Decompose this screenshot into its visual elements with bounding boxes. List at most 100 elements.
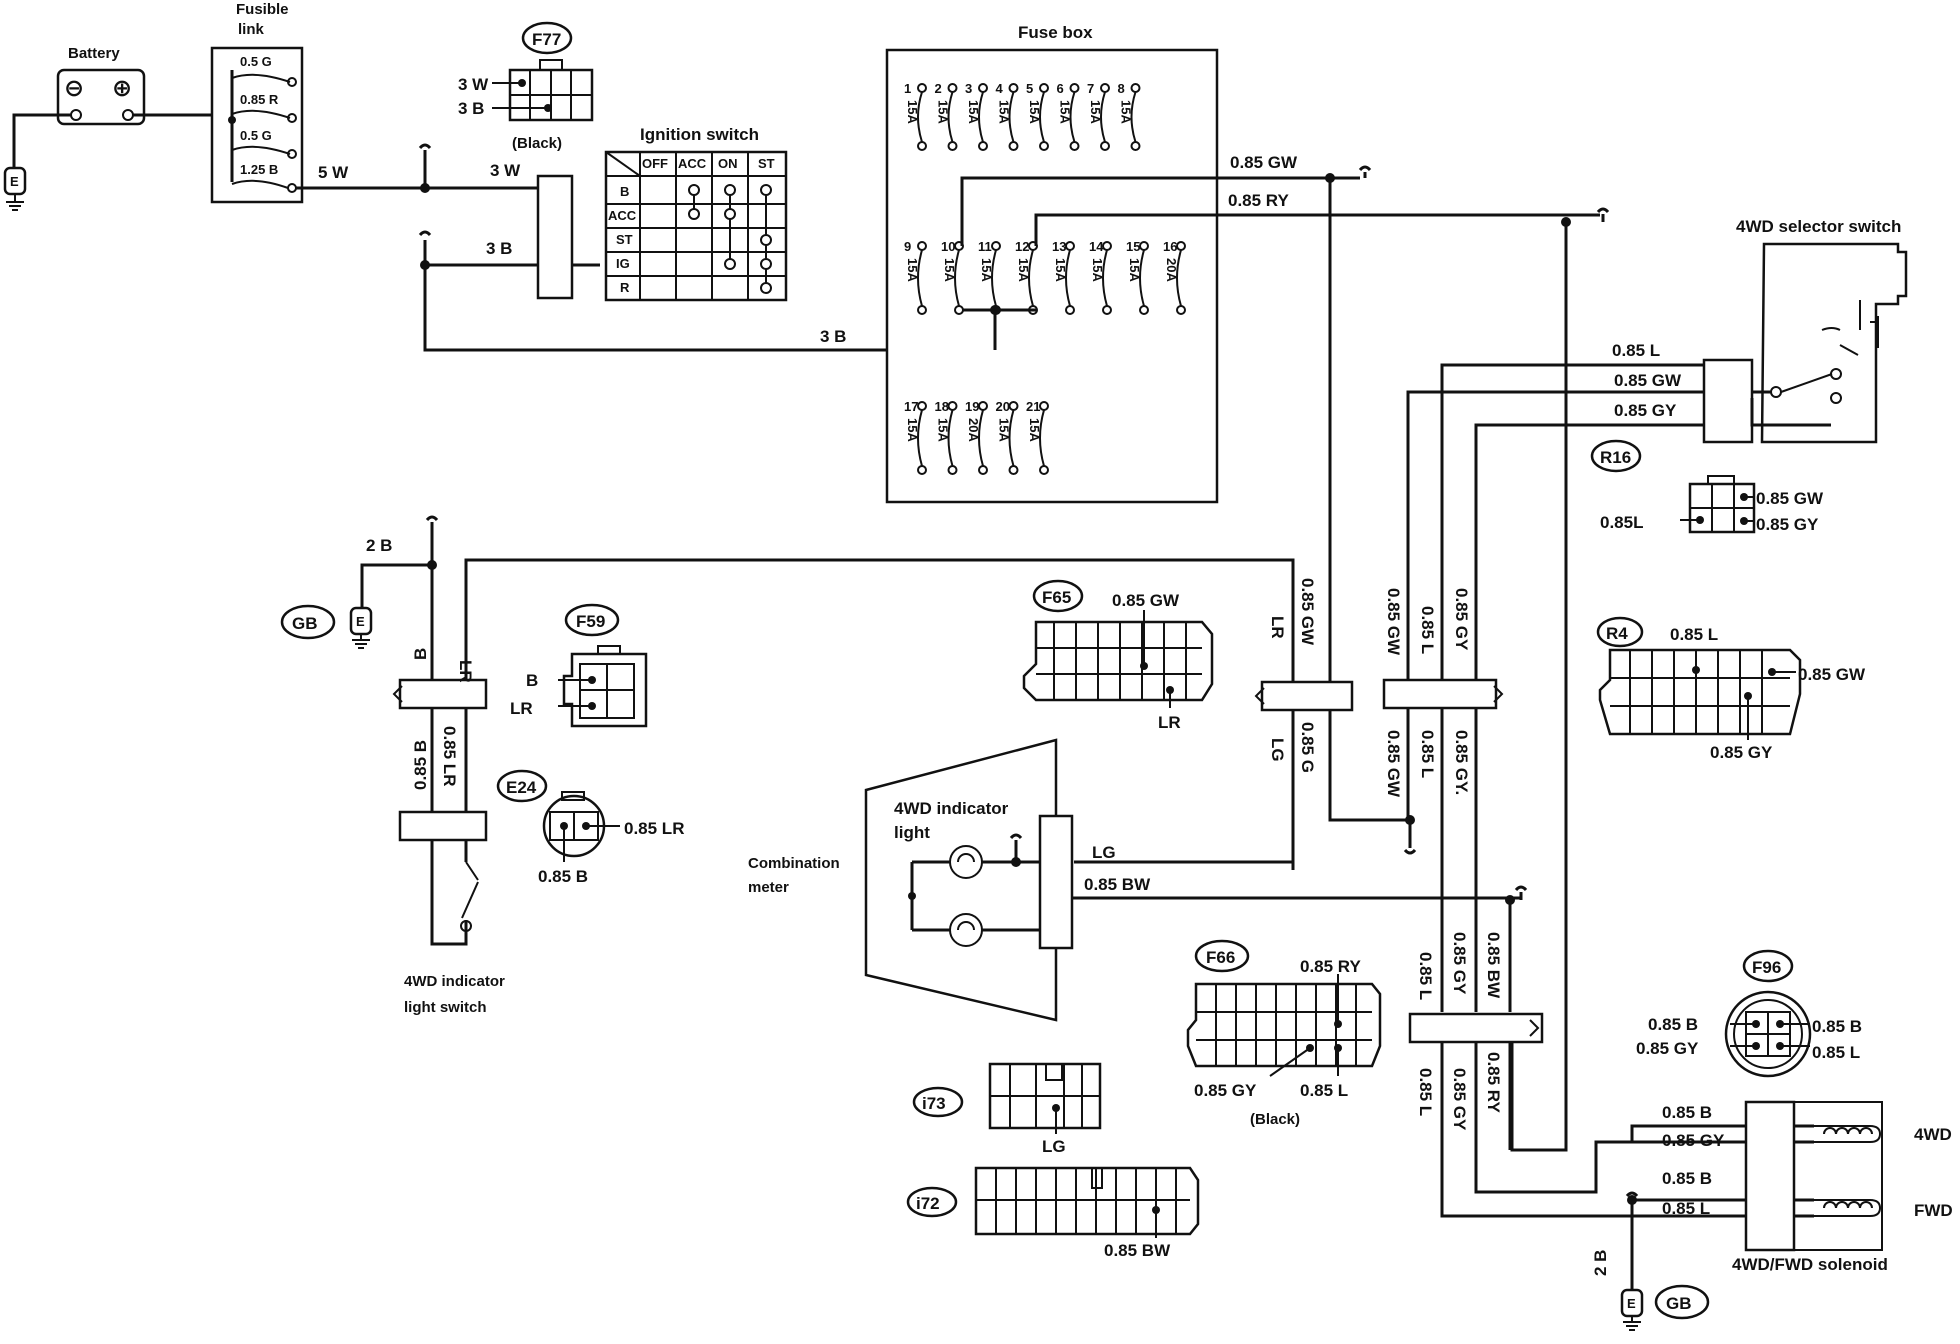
fuse-19-number: 19 (965, 399, 979, 414)
ground-gb-left-label: GB (292, 614, 318, 633)
connector-f96-pin-1: 0.85 B (1648, 1015, 1698, 1034)
connector-r4: R4 0.85 L 0.85 GW 0.85 GY (1596, 616, 1866, 762)
connector-e24-pin-1: 0.85 LR (624, 819, 684, 838)
fuse-3-amps: 15A (966, 100, 981, 124)
wire-gw-c-label: 0.85 GW (1384, 730, 1403, 798)
wire-selector-gy (1474, 398, 1831, 470)
wire-bw-h-label: 0.85 BW (1084, 875, 1151, 894)
fuse-15-amps: 15A (1127, 258, 1142, 282)
ignition-switch-title: Ignition switch (640, 125, 759, 144)
ignition-col-acc: ACC (678, 156, 707, 171)
connector-r4-pin-2: 0.85 GW (1798, 665, 1866, 684)
fuse-11-amps: 15A (979, 258, 994, 282)
ignition-row-acc: ACC (608, 208, 637, 223)
mid-harness-connector-b (1382, 678, 1498, 710)
connector-f77: F77 3 W 3 B (Black) (458, 21, 594, 152)
connector-f96: F96 0.85 B 0.85 B 0.85 GY 0.85 L (1636, 949, 1862, 1078)
indicator-switch-contact (461, 861, 479, 919)
fuse-2-number: 2 (935, 81, 942, 96)
fusible-link-title: Fusible (236, 1, 289, 18)
connector-i72: i72 0.85 BW (906, 1166, 1200, 1260)
wire-lg-v-label: LG (1268, 738, 1287, 762)
fuse-7-number: 7 (1087, 81, 1094, 96)
wire-left-085lr-label: 0.85 LR (440, 726, 459, 786)
wire-3w-label: 3 W (490, 161, 521, 180)
connector-r4-pin-1: 0.85 L (1670, 625, 1718, 644)
connector-f65-pin-2: LR (1158, 713, 1181, 732)
fuse-12-number: 12 (1015, 239, 1029, 254)
solenoid-title: 4WD/FWD solenoid (1732, 1255, 1888, 1274)
fuse-6-number: 6 (1057, 81, 1064, 96)
wire-3b-label-2: 3 B (820, 327, 846, 346)
connector-r16-id: R16 (1600, 448, 1631, 467)
fuse-1-number: 1 (904, 81, 911, 96)
wire-gy-d-label: 0.85 GY (1450, 932, 1469, 995)
ignition-row-b: B (620, 184, 629, 199)
fuse-1-amps: 15A (905, 100, 920, 124)
solenoid-wire-3: 0.85 B (1662, 1169, 1712, 1188)
connector-i73-pin-1: LG (1042, 1137, 1066, 1156)
fuse-17-amps: 15A (905, 418, 920, 442)
wire-3b-bottom (423, 245, 995, 352)
wires-to-solenoid (1440, 1042, 1632, 1218)
ignition-row-ig: IG (616, 256, 630, 271)
wires-center-upper (1406, 470, 1478, 680)
fuse-3-number: 3 (965, 81, 972, 96)
battery: Battery ⊖ ⊕ (56, 45, 146, 126)
connector-f65: F65 0.85 GW LR (1022, 579, 1214, 732)
wire-selector-gw (1406, 390, 1771, 470)
ground-gb-left: GB E (280, 604, 373, 649)
meter-indicator-label-2: light (894, 823, 930, 842)
battery-minus-icon: ⊖ (64, 75, 84, 102)
connector-r16: R16 0.85 GW 0.85 GY 0.85L (1590, 439, 1824, 534)
fusible-link-4: 1.25 B (240, 162, 278, 177)
fuse-16-number: 16 (1163, 239, 1177, 254)
svg-text:E: E (1627, 1296, 1636, 1311)
solenoid-wire-2: 0.85 GY (1662, 1131, 1725, 1150)
4wd-fwd-solenoid: 4WD FWD 4WD/FWD solenoid 0.85 B 0.85 GY … (1612, 1100, 1953, 1274)
wire-3b-label: 3 B (486, 239, 512, 258)
fuse-5-number: 5 (1026, 81, 1033, 96)
connector-r4-pin-3: 0.85 GY (1710, 743, 1773, 762)
wire-gy-e-label: 0.85 GY (1450, 1068, 1469, 1131)
meter-indicator-label-1: 4WD indicator (894, 799, 1009, 818)
wire-lg (1074, 710, 1295, 864)
connector-f66-note: (Black) (1250, 1111, 1300, 1128)
connector-f66-pin-2: 0.85 GY (1194, 1081, 1257, 1100)
ground-gb-bottom-label: GB (1666, 1294, 1692, 1313)
combination-meter: Combination meter 4WD indicator light (748, 738, 1074, 1022)
selector-title: 4WD selector switch (1736, 217, 1901, 236)
connector-f77-id: F77 (532, 30, 561, 49)
fusible-link: Fusible link 0.5 G 0.85 R 0.5 G 1.25 B (210, 1, 304, 204)
connector-f65-pin-1: 0.85 GW (1112, 591, 1180, 610)
ignition-col-st: ST (758, 156, 775, 171)
wire-gy-c-label: 0.85 GY. (1452, 730, 1471, 795)
connector-r16-pin-2: 0.85 GY (1756, 515, 1819, 534)
fuse-6-amps: 15A (1058, 100, 1073, 124)
fuse-10-amps: 15A (942, 258, 957, 282)
wires-right-lower (1508, 222, 1568, 1152)
connector-f59-pin-1: B (526, 671, 538, 690)
fuse-8-amps: 15A (1119, 100, 1134, 124)
mid-harness-connector-c (1408, 1012, 1544, 1044)
wire-l-d-label: 0.85 L (1416, 952, 1435, 1000)
solenoid-4wd-label: 4WD (1914, 1125, 1952, 1144)
fuse-2-amps: 15A (936, 100, 951, 124)
connector-f77-note: (Black) (512, 135, 562, 152)
fuse-13-amps: 15A (1053, 258, 1068, 282)
fusible-link-3: 0.5 G (240, 128, 272, 143)
wire-left-085b-label: 0.85 B (411, 740, 430, 790)
fuse-13-number: 13 (1052, 239, 1066, 254)
fuse-10-number: 10 (941, 239, 955, 254)
